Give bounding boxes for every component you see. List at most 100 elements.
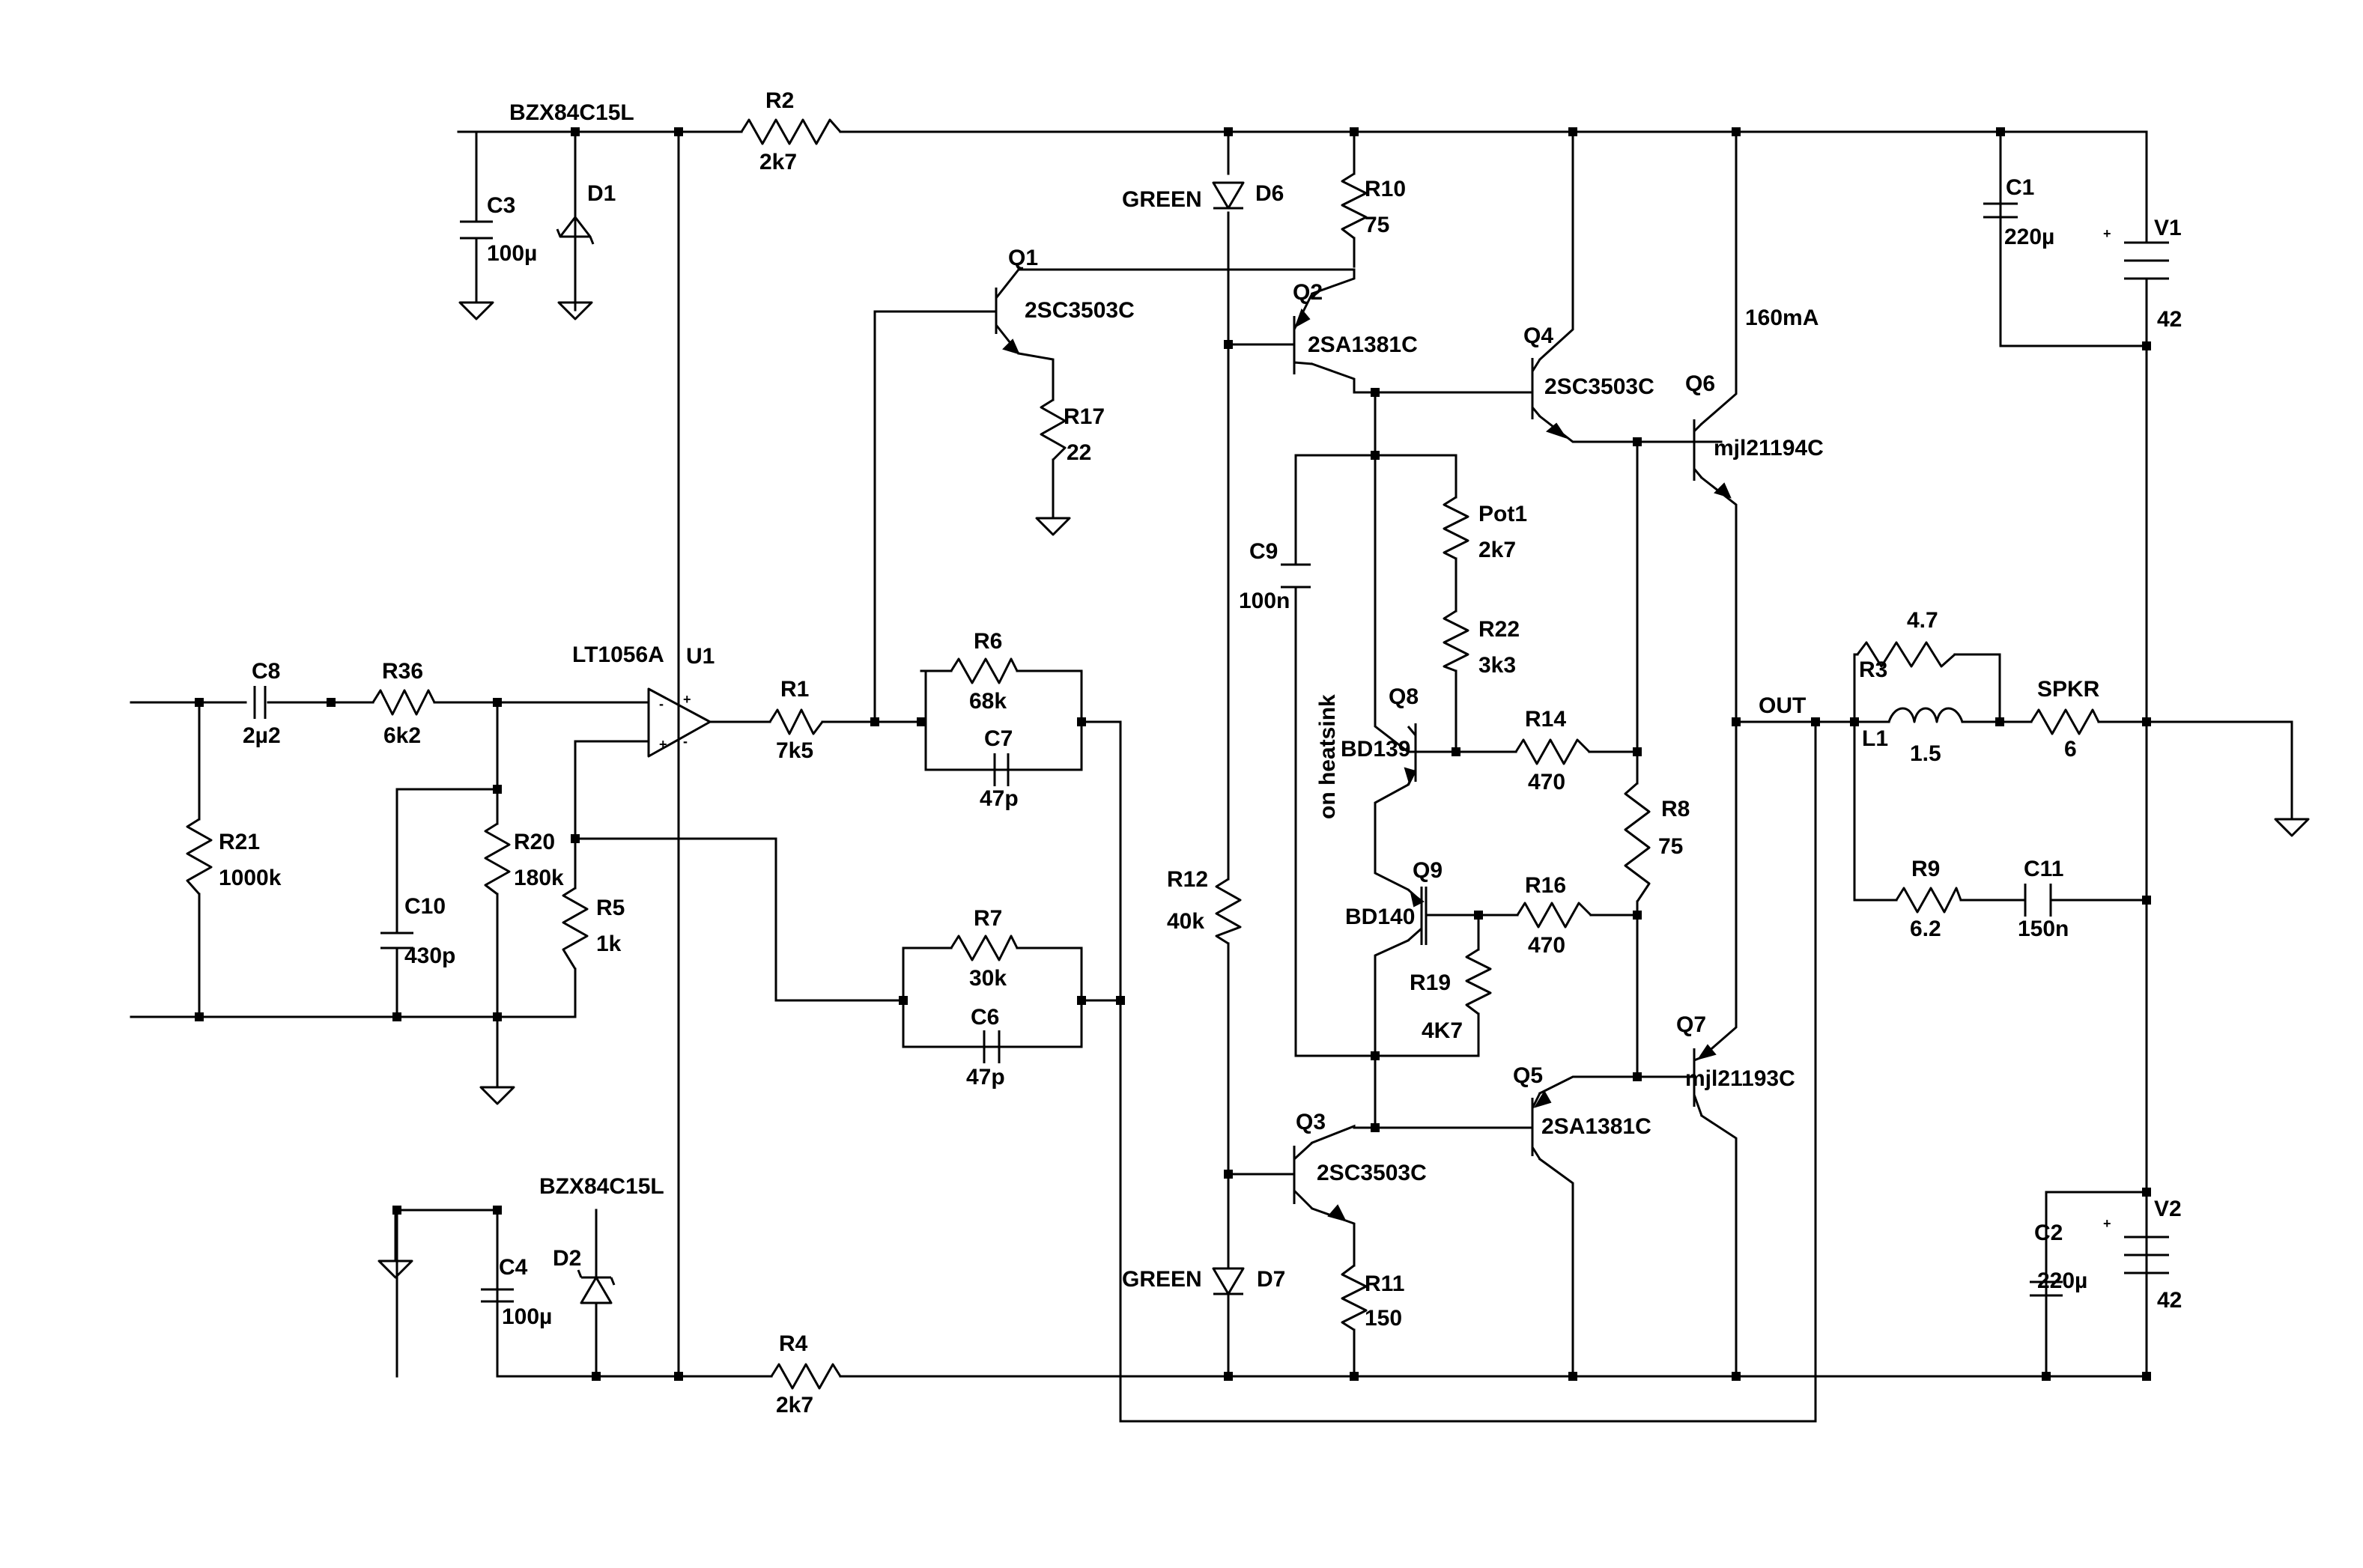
r5-label: R5 — [596, 896, 625, 920]
labels: BZX84C15L D1 C3 100µ R2 2k7 GREEN D6 R10… — [219, 88, 2182, 1417]
capacitor-c10 — [380, 932, 413, 949]
r20-label: R20 — [514, 830, 555, 854]
transistor-q9 — [1407, 887, 1428, 945]
r22-label: R22 — [1478, 617, 1520, 642]
battery-v1: + — [2103, 226, 2169, 295]
q5-type: 2SA1381C — [1541, 1114, 1651, 1139]
svg-text:-: - — [659, 696, 664, 711]
r11-value: 150 — [1365, 1306, 1402, 1331]
v2-label: V2 — [2154, 1197, 2182, 1221]
spkr-value: 6 — [2064, 737, 2077, 762]
svg-text:+: + — [2103, 226, 2111, 241]
resistor-r21 — [186, 818, 213, 895]
transistor-q5 — [1531, 1090, 1552, 1160]
ground-c4 — [377, 1209, 413, 1279]
resistor-r14 — [1514, 738, 1591, 765]
q2-label: Q2 — [1293, 280, 1323, 305]
c11-value: 150n — [2018, 917, 2069, 941]
bias-label: 160mA — [1745, 306, 1818, 330]
pot1-label: Pot1 — [1478, 502, 1527, 526]
resistor-r7 — [950, 935, 1019, 961]
resistor-r16 — [1516, 902, 1592, 929]
capacitor-c6 — [983, 1030, 1001, 1063]
capacitor-c8 — [253, 686, 267, 719]
svg-text:-: - — [683, 734, 688, 749]
c9-label: C9 — [1249, 539, 1278, 564]
capacitor-c4 — [481, 1288, 514, 1303]
led-d6 — [1212, 181, 1245, 210]
battery-v2: + — [2103, 1216, 2169, 1274]
c9-value: 100n — [1239, 589, 1290, 613]
c6-label: C6 — [971, 1005, 999, 1030]
r6-label: R6 — [974, 629, 1002, 654]
resistor-r19 — [1465, 948, 1492, 1015]
r11-label: R11 — [1365, 1271, 1404, 1296]
svg-text:+: + — [659, 737, 667, 752]
r9-value: 6.2 — [1910, 917, 1941, 941]
svg-text:+: + — [683, 692, 691, 707]
capacitor-c3 — [458, 220, 494, 320]
r3-label: R3 — [1859, 657, 1887, 682]
led-d7 — [1212, 1267, 1245, 1295]
resistor-r12 — [1215, 878, 1242, 945]
r36-value: 6k2 — [383, 723, 421, 748]
q9-type: BD140 — [1345, 905, 1415, 929]
c8-label: C8 — [252, 659, 280, 684]
c2-value: 220µ — [2037, 1268, 2087, 1293]
r4-value: 2k7 — [776, 1393, 813, 1417]
c4-label: C4 — [499, 1255, 528, 1280]
heatsink-label: on heatsink — [1315, 694, 1340, 819]
resistor-r2 — [740, 118, 842, 145]
potentiometer-pot1 — [1443, 496, 1469, 560]
r7-value: 30k — [969, 966, 1007, 991]
q7-label: Q7 — [1676, 1012, 1706, 1037]
v1-value: 42 — [2157, 307, 2182, 332]
c1-value: 220µ — [2004, 225, 2054, 249]
r5-value: 1k — [596, 932, 622, 956]
resistor-r3 — [1856, 641, 1956, 668]
v1-label: V1 — [2154, 216, 2182, 240]
transistor-q7 — [1670, 1044, 1717, 1116]
transistor-q3 — [1293, 1141, 1347, 1222]
c3-value: 100µ — [487, 241, 537, 266]
r10-value: 75 — [1365, 213, 1389, 237]
q2-type: 2SA1381C — [1308, 332, 1418, 357]
r8-label: R8 — [1661, 797, 1690, 821]
capacitor-c7 — [993, 753, 1010, 786]
r21-value: 1000k — [219, 866, 282, 890]
svg-text:+: + — [2103, 1216, 2111, 1231]
r20-value: 180k — [514, 866, 564, 890]
r14-value: 470 — [1528, 770, 1565, 794]
transistor-q8 — [1404, 723, 1417, 785]
capacitor-c2 — [2030, 1191, 2063, 1378]
d7-label: D7 — [1257, 1267, 1285, 1292]
d7-color-label: GREEN — [1122, 1267, 1202, 1292]
c3-label: C3 — [487, 193, 515, 218]
r22-value: 3k3 — [1478, 653, 1516, 678]
inductor-l1 — [1887, 707, 1964, 723]
r16-value: 470 — [1528, 933, 1565, 958]
c6-value: 47p — [966, 1065, 1005, 1090]
d6-color-label: GREEN — [1122, 187, 1202, 212]
resistor-r22 — [1443, 610, 1469, 672]
r3-value: 4.7 — [1907, 608, 1938, 633]
r16-label: R16 — [1525, 873, 1566, 898]
r7-label: R7 — [974, 906, 1002, 931]
r14-label: R14 — [1525, 707, 1566, 732]
c10-value: 430p — [404, 943, 455, 968]
zener-d1 — [556, 210, 595, 320]
c4-value: 100µ — [502, 1304, 552, 1329]
resistor-r4 — [770, 1363, 842, 1390]
q5-label: Q5 — [1513, 1063, 1543, 1088]
q6-type: mjl21194C — [1714, 436, 1824, 461]
r9-label: R9 — [1911, 857, 1940, 881]
capacitor-c11 — [2024, 884, 2052, 917]
junction-dots — [195, 127, 2151, 1381]
r17-label: R17 — [1064, 404, 1105, 429]
resistor-r9 — [1895, 887, 1962, 914]
capacitor-c9 — [1281, 563, 1311, 589]
q4-label: Q4 — [1523, 323, 1553, 348]
r36-label: R36 — [382, 659, 423, 684]
r1-value: 7k5 — [776, 738, 813, 763]
